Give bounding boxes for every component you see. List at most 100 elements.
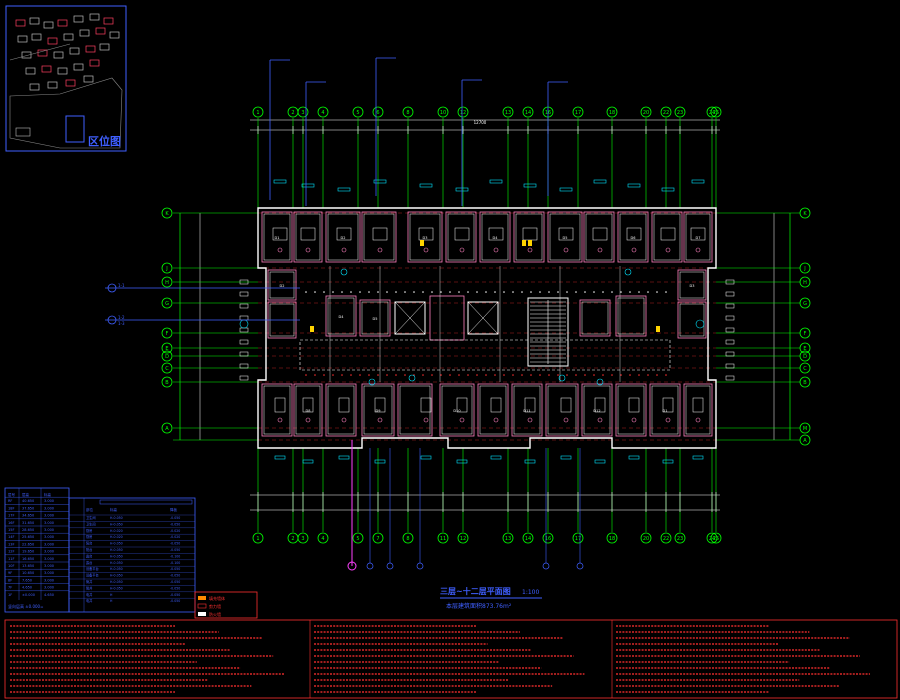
floor-table-cell: 10F xyxy=(8,564,14,568)
floor-plan: 12700 1122334455678810111212131314141616… xyxy=(105,57,811,610)
axis-bubble xyxy=(706,532,718,544)
axis-label-top: 25 xyxy=(713,110,719,116)
room-wall xyxy=(441,385,473,435)
wall-stub xyxy=(725,339,735,345)
label-box xyxy=(337,187,351,192)
axis-bubble xyxy=(502,106,514,118)
key-plan-building xyxy=(99,43,110,51)
label-box xyxy=(273,179,287,184)
overall-dimension: 12700 xyxy=(474,120,487,125)
key-plan-building xyxy=(109,31,120,39)
point xyxy=(395,374,397,376)
core-elevator-2 xyxy=(467,301,499,335)
wall-stub xyxy=(239,351,249,357)
key-plan-building xyxy=(57,19,68,27)
point xyxy=(638,291,640,293)
room xyxy=(513,211,545,263)
axis-bubble xyxy=(674,532,686,544)
room-wall xyxy=(363,213,395,261)
axis-bubble xyxy=(799,376,811,388)
floor-table-cell: 3.000 xyxy=(44,514,54,518)
axis-label-bottom: 13 xyxy=(505,536,511,542)
room xyxy=(479,211,511,263)
axis-label-left: E xyxy=(165,346,168,352)
floor-table-cell: 37.650 xyxy=(22,506,34,510)
room-wall xyxy=(617,385,645,435)
legend: 填充墙体 剪力墙 防火墙 xyxy=(194,591,258,619)
axis-bubble xyxy=(640,106,652,118)
notes-table-cell: H-0.050 xyxy=(110,554,123,558)
key-plan-building xyxy=(21,51,32,59)
axis-label-left: F xyxy=(166,331,169,337)
axis-label-top: 17 xyxy=(575,110,581,116)
floor-table-cell: 7.650 xyxy=(22,578,32,582)
axis-bubble xyxy=(161,297,173,309)
floor-table-cell: 22.650 xyxy=(22,542,34,546)
room xyxy=(615,295,647,337)
notes-table-cell: -0.100 xyxy=(170,554,180,558)
axis-bubble xyxy=(161,262,173,274)
axis-bubble xyxy=(799,350,811,362)
callout-circle xyxy=(695,319,705,329)
point xyxy=(602,374,604,376)
point xyxy=(620,291,622,293)
key-plan-building xyxy=(57,67,68,75)
axis-label-top: 20 xyxy=(643,110,649,116)
room xyxy=(683,211,713,263)
axis-bubble xyxy=(706,106,718,118)
point xyxy=(575,291,577,293)
fixture xyxy=(665,417,671,423)
axis-bubble xyxy=(372,106,384,118)
room-wall xyxy=(399,385,431,435)
key-plan-building xyxy=(85,45,96,53)
furniture xyxy=(374,397,386,413)
point xyxy=(314,291,316,293)
floor-table-cell: 3.000 xyxy=(44,535,54,539)
axis-label-bottom: 2 xyxy=(291,536,294,542)
floor-table-cell: 7F xyxy=(8,586,12,590)
axis-bubble xyxy=(660,532,672,544)
fixture xyxy=(597,417,603,423)
point xyxy=(593,374,595,376)
general-notes xyxy=(4,619,898,699)
furniture xyxy=(300,227,316,241)
room-wall xyxy=(481,213,509,261)
fixture xyxy=(305,247,311,253)
point xyxy=(431,374,433,376)
axis-bubble xyxy=(352,532,364,544)
point xyxy=(512,291,514,293)
point xyxy=(584,291,586,293)
top-leaders xyxy=(269,57,584,570)
callout-circle xyxy=(624,268,632,276)
axis-label-top: 3 xyxy=(301,110,304,116)
axis-bubble xyxy=(252,532,264,544)
room-wall xyxy=(295,385,321,435)
axis-label-bottom: 1 xyxy=(256,536,259,542)
point xyxy=(593,291,595,293)
axis-label-bottom: 12 xyxy=(460,536,466,542)
floor-table-footer: 竖向层高 ±0.000= xyxy=(8,603,43,609)
notes-table-cell: -0.020 xyxy=(170,529,180,533)
room xyxy=(261,211,293,263)
room xyxy=(445,211,477,263)
room xyxy=(267,269,297,301)
floor-table-cell: 14F xyxy=(8,535,14,539)
room xyxy=(545,383,579,437)
room-tag: D7 xyxy=(696,236,701,240)
floor-table-cell: 3.000 xyxy=(44,499,54,503)
callout-circle xyxy=(340,268,348,276)
key-plan: 区位图 xyxy=(5,5,127,152)
axis-label-right: K xyxy=(803,211,807,217)
axis-bubble xyxy=(161,207,173,219)
axis-bubble xyxy=(799,276,811,288)
fixture xyxy=(563,417,569,423)
point xyxy=(620,374,622,376)
key-plan-building xyxy=(79,29,90,37)
label-box xyxy=(373,179,387,184)
notes-table-cell: -0.050 xyxy=(170,580,180,584)
label-box xyxy=(560,455,572,460)
key-plan-building xyxy=(73,63,84,71)
fixture xyxy=(423,417,429,423)
axis-bubble xyxy=(317,532,329,544)
